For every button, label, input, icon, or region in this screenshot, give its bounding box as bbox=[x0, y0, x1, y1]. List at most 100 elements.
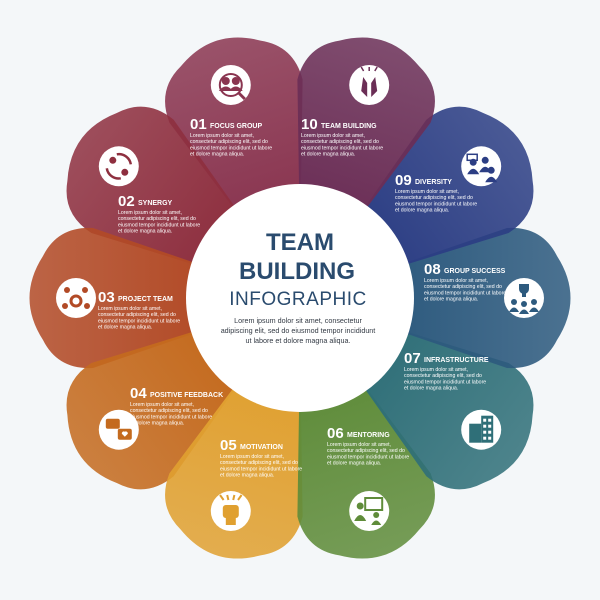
hands-together-icon bbox=[349, 65, 390, 105]
petal-02-text-line: et dolore magna aliqua. bbox=[118, 229, 172, 235]
petal-05-text-line: eiusmod tempor incididunt ut labore bbox=[220, 466, 302, 472]
petal-09-label: DIVERSITY bbox=[415, 179, 452, 186]
petal-01-number: 01 bbox=[190, 116, 207, 133]
petal-05-text-line: Lorem ipsum dolor sit amet, bbox=[220, 454, 284, 460]
petal-04-label: POSITIVE FEEDBACK bbox=[150, 392, 223, 399]
petal-08-number: 08 bbox=[424, 261, 441, 278]
petal-04-shape bbox=[66, 326, 245, 490]
petal-01 bbox=[165, 37, 303, 222]
petal-07-text-line: Lorem ipsum dolor sit amet, bbox=[404, 367, 468, 373]
petal-07-label: INFRASTRUCTURE bbox=[424, 357, 489, 364]
petal-05 bbox=[165, 374, 303, 559]
petal-02-text-line: consectetur adipiscing elit, sed do bbox=[118, 216, 196, 222]
petal-10-label: TEAM BUILDING bbox=[321, 123, 377, 130]
petal-06-text-line: et dolore magna aliqua. bbox=[327, 461, 381, 467]
petal-05-number: 05 bbox=[220, 437, 237, 454]
petal-02-text-line: eiusmod tempor incididunt ut labore bbox=[118, 222, 200, 228]
petal-03-label: PROJECT TEAM bbox=[118, 296, 173, 303]
petal-06-text-line: consectetur adipiscing elit, sed do bbox=[327, 448, 405, 454]
petal-08-label: GROUP SUCCESS bbox=[444, 268, 506, 275]
title-line-3: INFOGRAPHIC bbox=[229, 289, 366, 310]
petal-04-text-line: Lorem ipsum dolor sit amet, bbox=[130, 402, 194, 408]
petal-07-text-line: eiusmod tempor incididunt ut labore bbox=[404, 379, 486, 385]
petal-01-label: FOCUS GROUP bbox=[210, 123, 262, 130]
petal-02-text-line: Lorem ipsum dolor sit amet, bbox=[118, 210, 182, 216]
petal-08-text-line: eiusmod tempor incididunt ut labore bbox=[424, 290, 506, 296]
petal-05-text-line: et dolore magna aliqua. bbox=[220, 473, 274, 479]
synergy-cycle-icon bbox=[98, 146, 139, 187]
petal-09-text-line: Lorem ipsum dolor sit amet, bbox=[395, 189, 459, 195]
petal-01-text-line: et dolore magna aliqua. bbox=[190, 152, 244, 158]
petal-03-text-line: Lorem ipsum dolor sit amet, bbox=[98, 306, 162, 312]
petal-01-text-line: eiusmod tempor incididunt ut labore bbox=[190, 145, 272, 151]
petal-04-number: 04 bbox=[130, 385, 147, 402]
petal-03-shape bbox=[29, 227, 210, 369]
center-text-line-1: Lorem ipsum dolor sit amet, consectetur bbox=[234, 316, 362, 325]
petal-10-text-line: eiusmod tempor incididunt ut labore bbox=[301, 145, 383, 151]
raised-fist-icon bbox=[210, 491, 251, 531]
diversity-people-icon bbox=[461, 146, 502, 187]
petal-03-text-line: eiusmod tempor incididunt ut labore bbox=[98, 318, 180, 324]
petal-08-text-line: consectetur adipiscing elit, sed do bbox=[424, 284, 502, 290]
petal-09-text-line: et dolore magna aliqua. bbox=[395, 208, 449, 214]
center-text-line-2: adipiscing elit, sed do eiusmod tempor i… bbox=[221, 326, 376, 335]
petal-04-text-line: consectetur adipiscing elit, sed do bbox=[130, 408, 208, 414]
petal-10-text-line: consectetur adipiscing elit, sed do bbox=[301, 139, 379, 145]
petal-09-text-line: eiusmod tempor incididunt ut labore bbox=[395, 201, 477, 207]
petal-01-shape bbox=[165, 37, 303, 222]
petal-08 bbox=[390, 227, 571, 369]
project-team-icon bbox=[56, 278, 96, 318]
petal-10-number: 10 bbox=[301, 116, 318, 133]
petal-02-number: 02 bbox=[118, 193, 135, 210]
petal-05-label: MOTIVATION bbox=[240, 444, 283, 451]
feedback-chat-icon bbox=[98, 409, 139, 450]
petal-07 bbox=[355, 326, 534, 490]
magnifier-group-icon bbox=[210, 65, 251, 105]
petal-02 bbox=[66, 106, 245, 270]
trophy-team-icon bbox=[504, 278, 544, 318]
petal-01-text-line: consectetur adipiscing elit, sed do bbox=[190, 139, 268, 145]
petal-06-label: MENTORING bbox=[347, 432, 390, 439]
center-text-line-3: ut labore et dolore magna aliqua. bbox=[245, 336, 350, 345]
petal-03-text-line: et dolore magna aliqua. bbox=[98, 325, 152, 331]
petal-09-text-line: consectetur adipiscing elit, sed do bbox=[395, 195, 473, 201]
petal-02-label: SYNERGY bbox=[138, 200, 173, 207]
petal-09 bbox=[355, 106, 534, 270]
petal-10-text-line: Lorem ipsum dolor sit amet, bbox=[301, 133, 365, 139]
petal-08-text-line: Lorem ipsum dolor sit amet, bbox=[424, 278, 488, 284]
petal-02-shape bbox=[66, 106, 245, 270]
petal-09-shape bbox=[355, 106, 534, 270]
petal-06-text-line: eiusmod tempor incididunt ut labore bbox=[327, 454, 409, 460]
petal-04 bbox=[66, 326, 245, 490]
petal-07-number: 07 bbox=[404, 350, 421, 367]
petal-05-text-line: consectetur adipiscing elit, sed do bbox=[220, 460, 298, 466]
petal-07-shape bbox=[355, 326, 534, 490]
petal-01-text-line: Lorem ipsum dolor sit amet, bbox=[190, 133, 254, 139]
petal-03-number: 03 bbox=[98, 289, 115, 306]
petal-04-text-line: et dolore magna aliqua. bbox=[130, 421, 184, 427]
petal-03-text-line: consectetur adipiscing elit, sed do bbox=[98, 312, 176, 318]
petal-07-text-line: et dolore magna aliqua. bbox=[404, 386, 458, 392]
title-line-2: BUILDING bbox=[239, 258, 355, 285]
petal-06 bbox=[297, 374, 435, 559]
petal-03 bbox=[29, 227, 210, 369]
petal-09-number: 09 bbox=[395, 172, 412, 189]
petal-04-text-line: eiusmod tempor incididunt ut labore bbox=[130, 414, 212, 420]
petal-10 bbox=[297, 37, 435, 222]
petal-06-number: 06 bbox=[327, 425, 344, 442]
petal-08-text-line: et dolore magna aliqua. bbox=[424, 297, 478, 303]
petal-10-text-line: et dolore magna aliqua. bbox=[301, 152, 355, 158]
petal-05-shape bbox=[165, 374, 303, 559]
title-line-1: TEAM bbox=[266, 229, 334, 256]
building-icon bbox=[461, 409, 502, 450]
petal-06-text-line: Lorem ipsum dolor sit amet, bbox=[327, 442, 391, 448]
mentoring-board-icon bbox=[349, 491, 390, 531]
center-circle bbox=[186, 184, 414, 412]
petal-07-text-line: consectetur adipiscing elit, sed do bbox=[404, 373, 482, 379]
petal-10-shape bbox=[297, 37, 435, 222]
petal-06-shape bbox=[297, 374, 435, 559]
petal-08-shape bbox=[390, 227, 571, 369]
